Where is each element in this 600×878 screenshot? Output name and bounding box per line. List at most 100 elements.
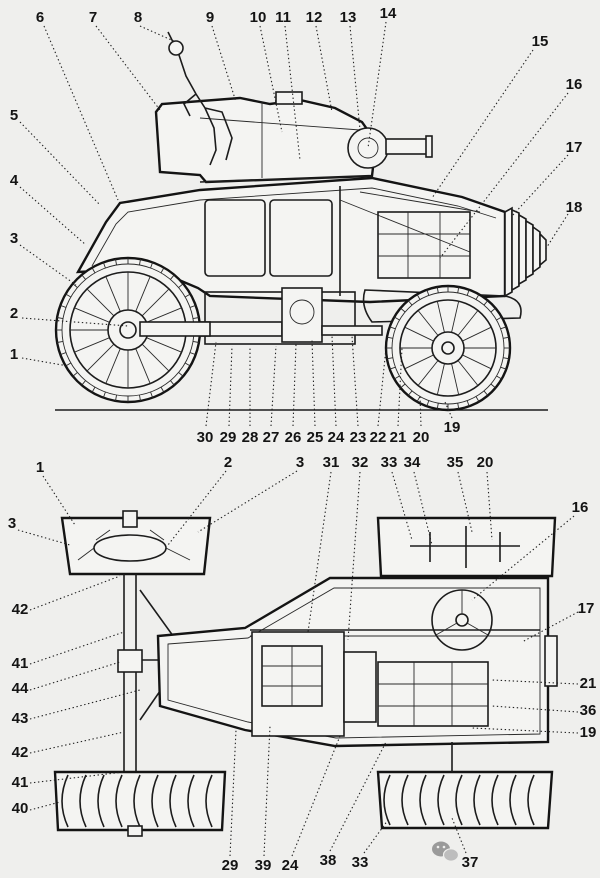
top-view: 1 2 3 31 32 33 34 35 20 16 3 42 41: [8, 454, 597, 874]
wheel-spoke: [417, 360, 439, 386]
leader-line: [284, 25, 301, 161]
track-tread-pattern: [61, 774, 213, 828]
callout-label: 14: [380, 5, 397, 22]
callout-label: 30: [197, 429, 214, 446]
tire-tread-mark: [394, 375, 400, 380]
leader-line: [197, 470, 298, 533]
callout-label: 17: [578, 600, 595, 617]
engine: [251, 631, 345, 737]
tire-tread-mark: [500, 326, 507, 330]
leader-line: [471, 727, 579, 734]
tire-tread-mark: [496, 375, 502, 380]
callout-label: 41: [12, 655, 29, 672]
tire-tread-mark: [483, 300, 489, 306]
tire-tread-mark: [72, 372, 78, 377]
leader-line: [228, 345, 233, 427]
leader-line: [17, 529, 71, 546]
front-drive-shaft-overlay: [139, 321, 211, 337]
tire-tread-mark: [178, 372, 184, 377]
leader-line: [329, 741, 387, 852]
track-tread-segment: [383, 774, 391, 826]
leader-line: [43, 25, 119, 201]
tire-tread-mark: [386, 357, 393, 360]
turret-cupola: [275, 91, 303, 105]
callout-label: 2: [224, 454, 232, 471]
tire-tread-mark: [170, 274, 175, 280]
track-tread-segment: [473, 774, 481, 826]
wechat-icon: [432, 841, 460, 862]
tire-tread-mark: [115, 259, 117, 266]
callout-label: 6: [36, 9, 44, 26]
callout-label: 38: [320, 852, 337, 869]
track-tread-segment: [509, 774, 517, 826]
track-tread-segment: [437, 774, 445, 826]
track-tread-segment: [151, 774, 159, 828]
leader-line: [347, 471, 361, 641]
lower-wheel-hub: [127, 825, 143, 837]
fuel-tank-front: [204, 199, 266, 277]
callout-label: 8: [134, 9, 142, 26]
callout-label: 16: [572, 499, 589, 516]
tire-tread-mark: [184, 362, 191, 367]
leader-line: [270, 345, 277, 427]
wheel-spoke: [457, 360, 479, 386]
wheel-spoke: [462, 326, 492, 342]
crewman-head: [168, 40, 184, 56]
tire-tread-mark: [57, 317, 64, 319]
wheel-spoke: [86, 288, 115, 317]
tire-tread-mark: [60, 304, 67, 308]
side-view: 6 7 8 9 10 11 12 13 14 15 16 17 18: [10, 5, 583, 446]
interior-strut: [339, 199, 471, 253]
tire-tread-mark: [160, 386, 165, 393]
hub-bracket-arms: [77, 529, 191, 561]
tire-tread-mark: [503, 336, 510, 339]
callout-label: 33: [381, 454, 398, 471]
leader-line: [263, 725, 271, 857]
leader-line: [229, 729, 237, 857]
tire-tread-mark: [72, 283, 78, 288]
tire-tread-mark: [426, 400, 430, 407]
wheel-spoke: [141, 288, 170, 317]
wheel-spoke: [436, 301, 445, 333]
tire-tread-mark: [115, 394, 117, 401]
tire-tread-mark: [407, 300, 413, 306]
gun-muzzle: [425, 135, 433, 158]
callout-label: 32: [352, 454, 369, 471]
right-wheel-hub-assembly: [410, 526, 520, 568]
tire-tread-mark: [81, 380, 86, 386]
callout-label: 31: [323, 454, 340, 471]
callout-label: 11: [275, 9, 291, 26]
tire-tread-mark: [57, 341, 64, 343]
callout-label: 26: [285, 429, 302, 446]
leader-line: [331, 335, 337, 427]
callout-label: 29: [222, 857, 239, 874]
gearbox: [281, 287, 323, 343]
tire-tread-mark: [139, 394, 141, 401]
callout-label: 21: [580, 675, 597, 692]
tire-tread-mark: [65, 293, 72, 298]
callout-label: 15: [532, 33, 549, 50]
tire-tread-mark: [150, 391, 154, 398]
rear-track-run: [362, 289, 522, 323]
leader-line: [291, 735, 341, 857]
wheel-spoke: [135, 276, 151, 312]
tire-tread-mark: [189, 352, 196, 356]
tire-tread-mark: [426, 289, 430, 296]
right-track-bottom: [376, 770, 554, 830]
tire-tread-mark: [102, 391, 106, 398]
tire-tread-mark: [189, 304, 196, 308]
callout-label: 2: [10, 305, 18, 322]
leader-line: [486, 471, 493, 541]
wheel-spoke: [457, 310, 479, 336]
transmission: [377, 661, 489, 727]
leader-line: [349, 25, 361, 131]
leader-line: [363, 819, 389, 854]
tire-tread-mark: [400, 307, 406, 313]
hull-top-inner-line: [167, 587, 541, 739]
leader-line: [29, 689, 141, 720]
tire-tread-mark: [483, 390, 489, 396]
leader-line: [511, 154, 569, 217]
leader-line: [419, 394, 422, 427]
radiator: [544, 635, 558, 687]
callout-label: 43: [12, 710, 29, 727]
